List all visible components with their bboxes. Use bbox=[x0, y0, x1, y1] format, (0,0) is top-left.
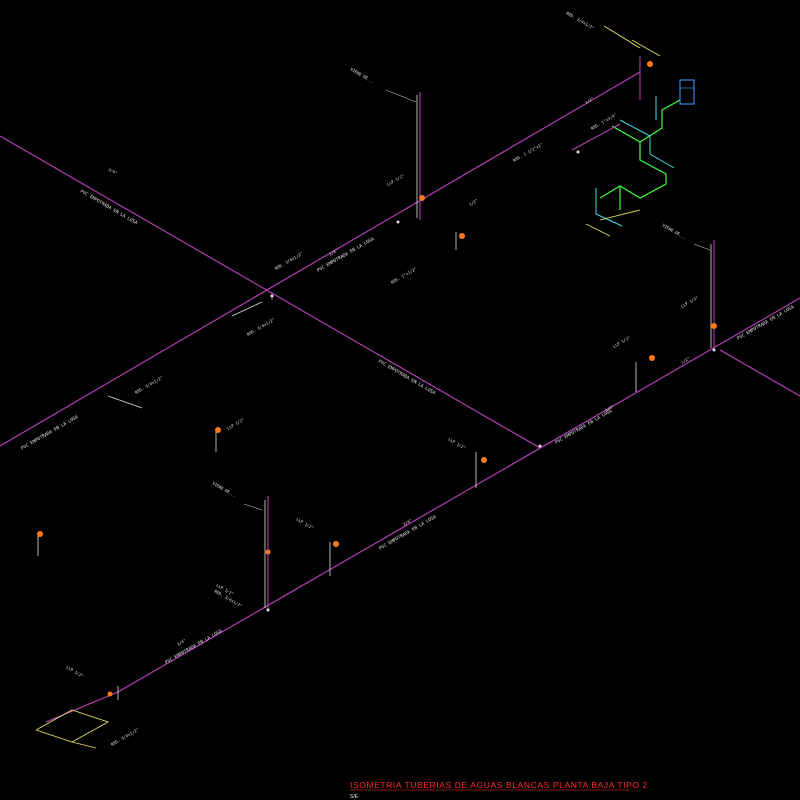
diameter-label: 3/4" bbox=[108, 167, 119, 176]
pipe-green-1 bbox=[599, 125, 667, 199]
valve-icon bbox=[711, 323, 717, 329]
pipe-cyan-2 bbox=[595, 188, 623, 227]
reduction-label: RED. 1"x1/2" bbox=[390, 266, 418, 285]
source-label: VIENE DE... bbox=[350, 67, 375, 85]
valve-icon bbox=[215, 427, 221, 433]
pipe-heater-link bbox=[571, 123, 621, 151]
pipe-label: PVC EMPOTRADA EN LA LOSA bbox=[736, 304, 796, 342]
reduction-label: RED. 3/4x1/2" bbox=[110, 727, 140, 747]
pipe-label: PVC EMPOTRADA EN LA LOSA bbox=[164, 628, 224, 666]
diameter-label: 3/4" bbox=[176, 638, 187, 647]
drawing-title: ISOMETRIA TUBERIAS DE AGUAS BLANCAS PLAN… bbox=[350, 780, 648, 790]
pipe-yellow-top bbox=[603, 25, 641, 49]
pipe-bottom-left bbox=[45, 691, 119, 723]
valve-icon bbox=[419, 195, 425, 201]
reduction-label: RED. 3/4x1/2" bbox=[274, 251, 304, 271]
tee-marker bbox=[396, 220, 400, 224]
llp-label: LLP 1/2" bbox=[66, 665, 85, 679]
diameter-label: 3/4" bbox=[402, 518, 413, 527]
reduction-label: RED. 3/4x1/2" bbox=[134, 375, 164, 395]
valve-icon bbox=[333, 541, 339, 547]
pipe-branch-right bbox=[719, 349, 800, 397]
diameter-label: 3/4" bbox=[328, 248, 339, 257]
valve-icon bbox=[481, 457, 487, 463]
valve-icon bbox=[107, 691, 113, 697]
source-label: VIENE DE... bbox=[662, 223, 687, 241]
valve-icon bbox=[647, 61, 653, 67]
valve-icon bbox=[459, 233, 465, 239]
pipe-yellow-heater2 bbox=[585, 223, 611, 237]
heater-area bbox=[571, 25, 695, 237]
water-heater-icon bbox=[679, 79, 695, 105]
pipe-yellow-heater bbox=[599, 209, 641, 221]
llp-label: LLP 1/2" bbox=[226, 417, 245, 431]
reduction-label: RED. 1 1/2"x1" bbox=[512, 142, 544, 163]
valve-icon bbox=[37, 531, 43, 537]
tee-marker bbox=[576, 150, 580, 154]
leader-line bbox=[243, 503, 263, 511]
leader-line bbox=[385, 89, 417, 103]
source-label: VIENE DE... bbox=[212, 481, 237, 499]
pipe-yellow-b2 bbox=[71, 741, 97, 749]
reduction-label: RED. 3/4x1/2" bbox=[566, 11, 596, 31]
llp-label: LLP 1/2" bbox=[448, 437, 467, 451]
pipe-yellow-bottom bbox=[35, 709, 110, 743]
llp-label: LLP 1/2" bbox=[296, 517, 315, 531]
tee-marker bbox=[270, 294, 274, 298]
diameter-label: 3/4" bbox=[604, 404, 615, 413]
pipe-label: PVC EMPOTRADA EN LA LOSA bbox=[554, 408, 614, 446]
valve-icon bbox=[265, 549, 271, 555]
pipe-main-a bbox=[0, 135, 541, 449]
diameter-label: 1/2" bbox=[584, 96, 595, 105]
tee-marker bbox=[538, 444, 542, 448]
valve-icon bbox=[649, 355, 655, 361]
pipe-label: PVC EMPOTRADA EN LA LOSA bbox=[20, 414, 80, 452]
pipe-main-b bbox=[0, 71, 641, 447]
stub-8 bbox=[107, 395, 143, 409]
pipe-label: PVC EMPOTRADA EN LA LOSA bbox=[79, 189, 139, 227]
llp-label: LLP 1/2" bbox=[386, 173, 405, 187]
pipe-label: PVC EMPOTRADA EN LA LOSA bbox=[377, 359, 437, 397]
pipe-main-c bbox=[117, 297, 800, 693]
pipe-label: PVC EMPOTRADA EN LA LOSA bbox=[316, 236, 376, 274]
llp-label: LLP 1/2" bbox=[680, 295, 699, 309]
drawing-scale: S/E bbox=[350, 794, 359, 800]
leader-line bbox=[693, 243, 711, 251]
pipe-cyan-1 bbox=[619, 119, 675, 169]
diameter-label: 1/2" bbox=[680, 356, 691, 365]
tee-marker bbox=[266, 608, 270, 612]
pipe-green-2 bbox=[639, 99, 681, 143]
diameter-label: 1/2" bbox=[468, 198, 479, 207]
tee-marker bbox=[712, 348, 716, 352]
llp-label: LLP 1/2" bbox=[612, 335, 631, 349]
pipe-yellow-top2 bbox=[631, 39, 661, 57]
stub-9 bbox=[231, 301, 263, 317]
reduction-label: RED. 3/4x1/2" bbox=[246, 317, 276, 337]
